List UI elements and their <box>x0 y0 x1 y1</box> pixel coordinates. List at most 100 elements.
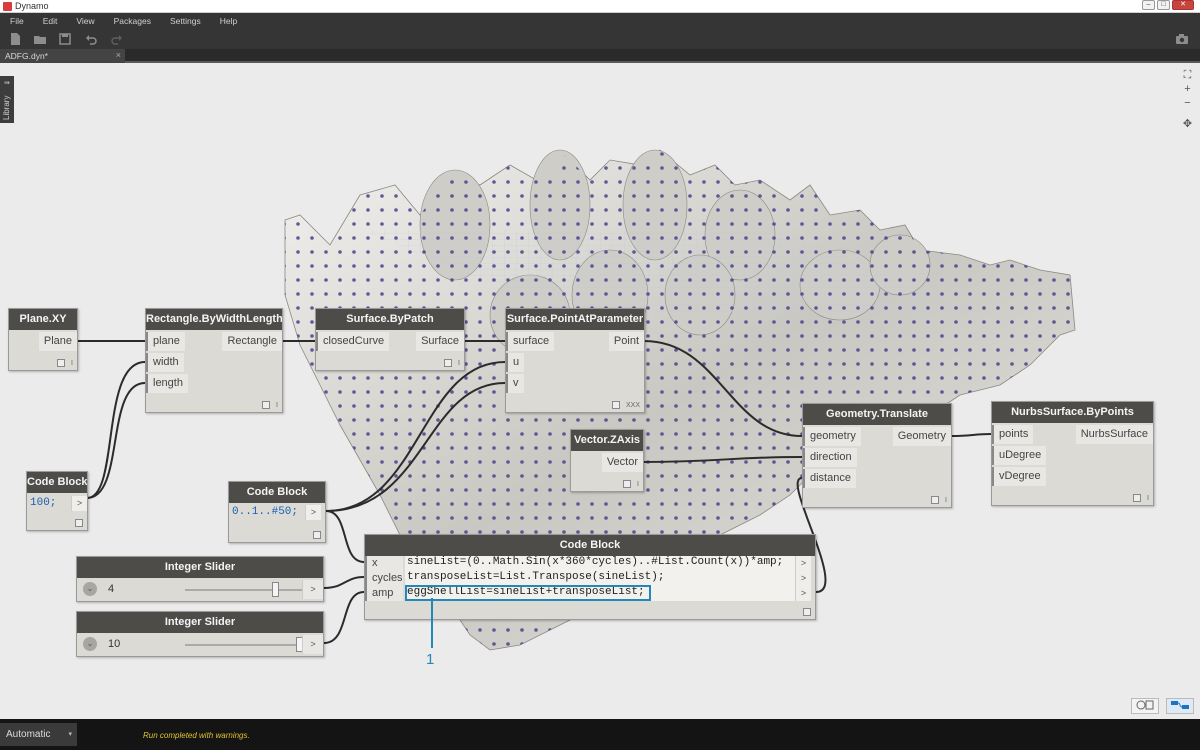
input-port-vdegree[interactable]: vDegree <box>992 467 1046 486</box>
input-port-distance[interactable]: distance <box>803 469 856 488</box>
code-line-1[interactable]: sineList=(0..Math.Sin(x*360*cycles)..#Li… <box>407 556 784 568</box>
input-port-points[interactable]: points <box>992 425 1034 444</box>
input-port-udegree[interactable]: uDegree <box>992 446 1047 465</box>
undo-icon[interactable] <box>84 32 98 46</box>
camera-icon[interactable] <box>1175 32 1189 46</box>
output-port-point[interactable]: Point <box>608 332 644 351</box>
redo-icon[interactable] <box>110 32 124 46</box>
output-port[interactable]: > <box>302 635 323 654</box>
pan-icon[interactable]: ✥ <box>1182 118 1193 130</box>
input-port-u[interactable]: u <box>506 353 525 372</box>
menu-edit[interactable]: Edit <box>42 16 58 26</box>
expand-chevron-icon[interactable]: ⌄ <box>83 582 97 596</box>
input-port-geometry[interactable]: geometry <box>803 427 861 446</box>
node-rectangle-bywidthlength[interactable]: Rectangle.ByWidthLength plane width leng… <box>145 308 283 413</box>
geometry-view-toggle[interactable] <box>1131 698 1159 714</box>
output-port[interactable]: > <box>71 496 87 511</box>
node-integer-slider-amp[interactable]: Integer Slider ⌄ 10 > <box>76 611 324 657</box>
node-code-block-100[interactable]: Code Block 100; > <box>26 471 88 531</box>
new-file-icon[interactable] <box>8 32 22 46</box>
minimize-button[interactable]: – <box>1142 0 1155 10</box>
zoom-in-icon[interactable]: + <box>1184 83 1191 95</box>
node-code-block-eggshell[interactable]: Code Block x cycles amp sineList=(0..Mat… <box>364 534 816 620</box>
input-port-x[interactable]: x <box>365 556 403 571</box>
window-title: Dynamo <box>15 1 49 11</box>
input-port-surface[interactable]: surface <box>506 332 555 351</box>
node-nurbssurface-bypoints[interactable]: NurbsSurface.ByPoints points uDegree vDe… <box>991 401 1154 506</box>
graph-workspace[interactable]: ⇛ Library ⛶ + − ✥ Plane.XY Plane I Recta… <box>0 65 1200 719</box>
code-text[interactable]: 100; <box>30 497 57 509</box>
slider-track[interactable] <box>185 644 303 646</box>
output-port-3[interactable]: > <box>795 586 811 601</box>
zoom-out-icon[interactable]: − <box>1184 97 1191 109</box>
input-port-amp[interactable]: amp <box>365 586 403 601</box>
input-port-plane[interactable]: plane <box>146 332 185 351</box>
node-vector-zaxis[interactable]: Vector.ZAxis Vector I <box>570 429 644 492</box>
zoom-fit-icon[interactable]: ⛶ <box>1183 69 1192 81</box>
preview-toggle-icon[interactable] <box>262 401 271 409</box>
input-port-direction[interactable]: direction <box>803 448 857 467</box>
node-info-icon: I <box>637 480 639 488</box>
code-editor-area[interactable] <box>405 556 795 601</box>
slider-value: 10 <box>108 638 121 650</box>
output-port[interactable]: > <box>302 580 323 599</box>
output-port-2[interactable]: > <box>795 571 811 586</box>
preview-toggle-icon[interactable] <box>803 608 811 616</box>
menu-packages[interactable]: Packages <box>113 16 151 26</box>
slider-track[interactable] <box>185 589 303 591</box>
output-port-surface[interactable]: Surface <box>416 332 464 351</box>
code-line-3[interactable]: eggShellList=sineList+transposeList; <box>407 586 645 598</box>
node-title: Code Block <box>365 535 815 556</box>
preview-toggle-icon[interactable] <box>313 531 321 539</box>
menu-help[interactable]: Help <box>219 16 238 26</box>
slider-thumb[interactable] <box>271 582 279 597</box>
preview-toggle-icon[interactable] <box>931 496 940 504</box>
node-integer-slider-cycles[interactable]: Integer Slider ⌄ 4 > <box>76 556 324 602</box>
preview-toggle-icon[interactable] <box>75 519 83 527</box>
output-port-geometry[interactable]: Geometry <box>892 427 951 446</box>
input-port-closedcurve[interactable]: closedCurve <box>316 332 390 351</box>
output-port-nurbssurface[interactable]: NurbsSurface <box>1075 425 1153 444</box>
input-port-length[interactable]: length <box>146 374 188 393</box>
code-text[interactable]: 0..1..#50; <box>232 506 299 518</box>
output-port-rectangle[interactable]: Rectangle <box>222 332 282 351</box>
save-icon[interactable] <box>58 32 72 46</box>
output-port[interactable]: > <box>305 505 321 520</box>
open-icon[interactable] <box>33 32 47 46</box>
preview-toggle-icon[interactable] <box>1133 494 1142 502</box>
library-tab[interactable]: ⇛ Library <box>0 76 14 123</box>
close-button[interactable]: ✕ <box>1172 0 1194 10</box>
maximize-button[interactable]: □ <box>1157 0 1170 10</box>
input-port-cycles[interactable]: cycles <box>365 571 403 586</box>
menu-settings[interactable]: Settings <box>169 16 201 26</box>
node-geometry-translate[interactable]: Geometry.Translate geometry direction di… <box>802 403 952 508</box>
graph-view-toggle[interactable] <box>1166 698 1194 714</box>
input-port-width[interactable]: width <box>146 353 184 372</box>
input-port-v[interactable]: v <box>506 374 524 393</box>
node-info-icon: I <box>458 359 460 367</box>
node-surface-bypatch[interactable]: Surface.ByPatch closedCurve Surface I <box>315 308 465 371</box>
output-port-1[interactable]: > <box>795 556 811 571</box>
menu-bar: File Edit View Packages Settings Help <box>0 13 1200 29</box>
annotation-number: 1 <box>426 651 435 668</box>
title-bar: Dynamo – □ ✕ <box>0 0 1200 13</box>
menu-view[interactable]: View <box>76 16 95 26</box>
preview-toggle-icon[interactable] <box>623 480 632 488</box>
node-plane-xy[interactable]: Plane.XY Plane I <box>8 308 78 371</box>
tab-adfg-dyn[interactable]: ADFG.dyn* × <box>0 49 125 63</box>
expand-chevron-icon[interactable]: ⌄ <box>83 637 97 651</box>
code-line-2[interactable]: transposeList=List.Transpose(sineList); <box>407 571 665 583</box>
tab-close-icon[interactable]: × <box>115 50 121 60</box>
node-surface-pointatparameter[interactable]: Surface.PointAtParameter surface u v Poi… <box>505 308 645 413</box>
chevron-down-icon: ▾ <box>68 731 72 738</box>
preview-toggle-icon[interactable] <box>444 359 453 367</box>
run-mode-dropdown[interactable]: Automatic ▾ <box>0 723 77 746</box>
menu-file[interactable]: File <box>10 16 24 26</box>
preview-toggle-icon[interactable] <box>57 359 66 367</box>
node-title: Code Block <box>229 482 325 503</box>
node-code-block-range[interactable]: Code Block 0..1..#50; > <box>228 481 326 543</box>
node-info-icon: I <box>276 401 278 409</box>
output-port-plane[interactable]: Plane <box>38 332 77 351</box>
preview-toggle-icon[interactable] <box>611 401 620 409</box>
output-port-vector[interactable]: Vector <box>601 453 643 472</box>
